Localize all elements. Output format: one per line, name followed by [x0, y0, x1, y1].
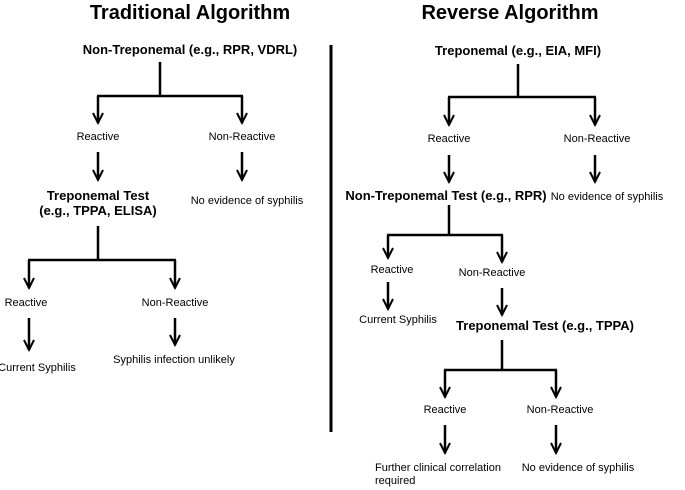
rev-reactive-node: Reactive [427, 133, 471, 145]
rev-no-evidence2-node: No evidence of syphilis [521, 462, 635, 474]
trad-treponemal-test-line2: (e.g., TPPA, ELISA) [39, 202, 157, 218]
trad-nonreactive-node: Non-Reactive [208, 131, 276, 143]
rev-nontreponemal-test-node: Non-Treponemal Test (e.g., RPR) [345, 188, 547, 203]
trad-start-node: Non-Treponemal (e.g., RPR, VDRL) [82, 42, 298, 57]
rev-start-node: Treponemal (e.g., EIA, MFI) [434, 43, 602, 58]
rev-further-line2: required [375, 474, 416, 487]
rev-no-evidence-node: No evidence of syphilis [550, 191, 664, 203]
trad-treponemal-test-node: Treponemal Test (e.g., TPPA, ELISA) [39, 188, 157, 219]
rev-further-correlation-node: Further clinical correlation required [375, 462, 501, 487]
rev-treponemal-test-node: Treponemal Test (e.g., TPPA) [456, 318, 634, 333]
trad-current-syphilis-node: Current Syphilis [0, 362, 76, 374]
rev-nonreactive2-node: Non-Reactive [458, 267, 526, 279]
rev-reactive2-node: Reactive [370, 264, 414, 276]
trad-reactive-node: Reactive [76, 131, 120, 143]
trad-reactive2-node: Reactive [4, 297, 48, 309]
rev-nonreactive-node: Non-Reactive [563, 133, 631, 145]
reverse-title: Reverse Algorithm [421, 2, 599, 24]
trad-no-evidence-node: No evidence of syphilis [190, 195, 304, 207]
rev-current-syphilis-node: Current Syphilis [359, 314, 437, 326]
trad-unlikely-node: Syphilis infection unlikely [113, 354, 235, 366]
rev-further-line1: Further clinical correlation [375, 462, 501, 474]
trad-nonreactive2-node: Non-Reactive [141, 297, 209, 309]
traditional-title: Traditional Algorithm [89, 2, 291, 24]
rev-nonreactive3-node: Non-Reactive [526, 404, 594, 416]
rev-reactive3-node: Reactive [423, 404, 467, 416]
trad-treponemal-test-line1: Treponemal Test [46, 188, 150, 203]
